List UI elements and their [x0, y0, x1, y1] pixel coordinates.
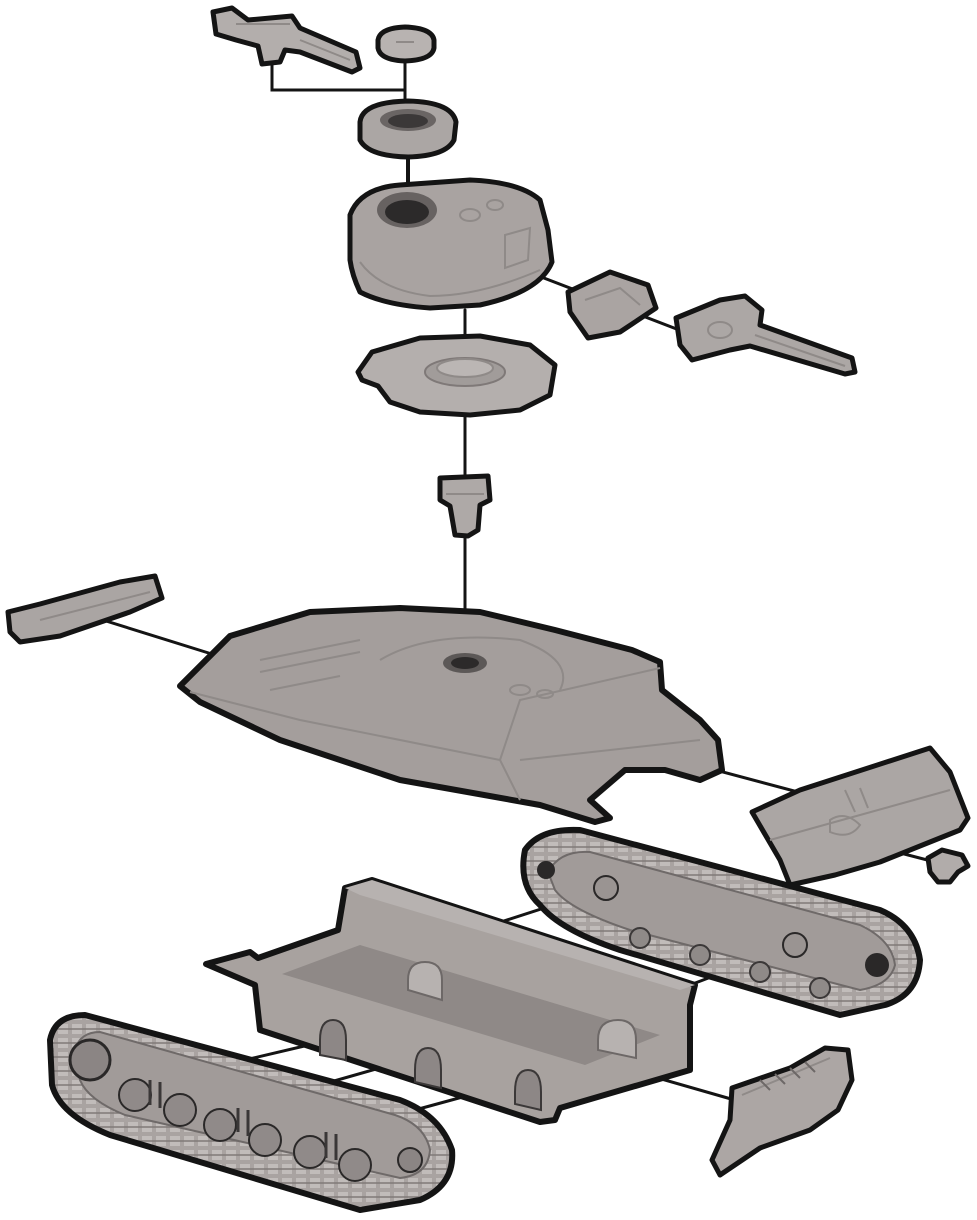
turret-base-plate — [355, 333, 558, 418]
gun-mantlet — [565, 269, 659, 341]
front-hull-plate — [5, 573, 165, 645]
connector-front-plate — [88, 614, 217, 657]
lower-hull-tub — [203, 877, 698, 1125]
rear-tow-hook — [925, 847, 971, 885]
cupola-ring — [357, 98, 459, 160]
commander-machine-gun — [210, 5, 363, 75]
main-gun-barrel — [673, 293, 858, 377]
rear-hull-plate — [709, 1045, 855, 1178]
turret — [347, 177, 555, 311]
upper-hull — [177, 605, 725, 825]
rear-engine-deck-plate — [749, 745, 971, 888]
right-track-assembly — [520, 826, 923, 1018]
hatch-cover — [375, 24, 437, 64]
turret-pivot-peg — [437, 473, 493, 539]
left-track-assembly — [47, 1012, 456, 1213]
